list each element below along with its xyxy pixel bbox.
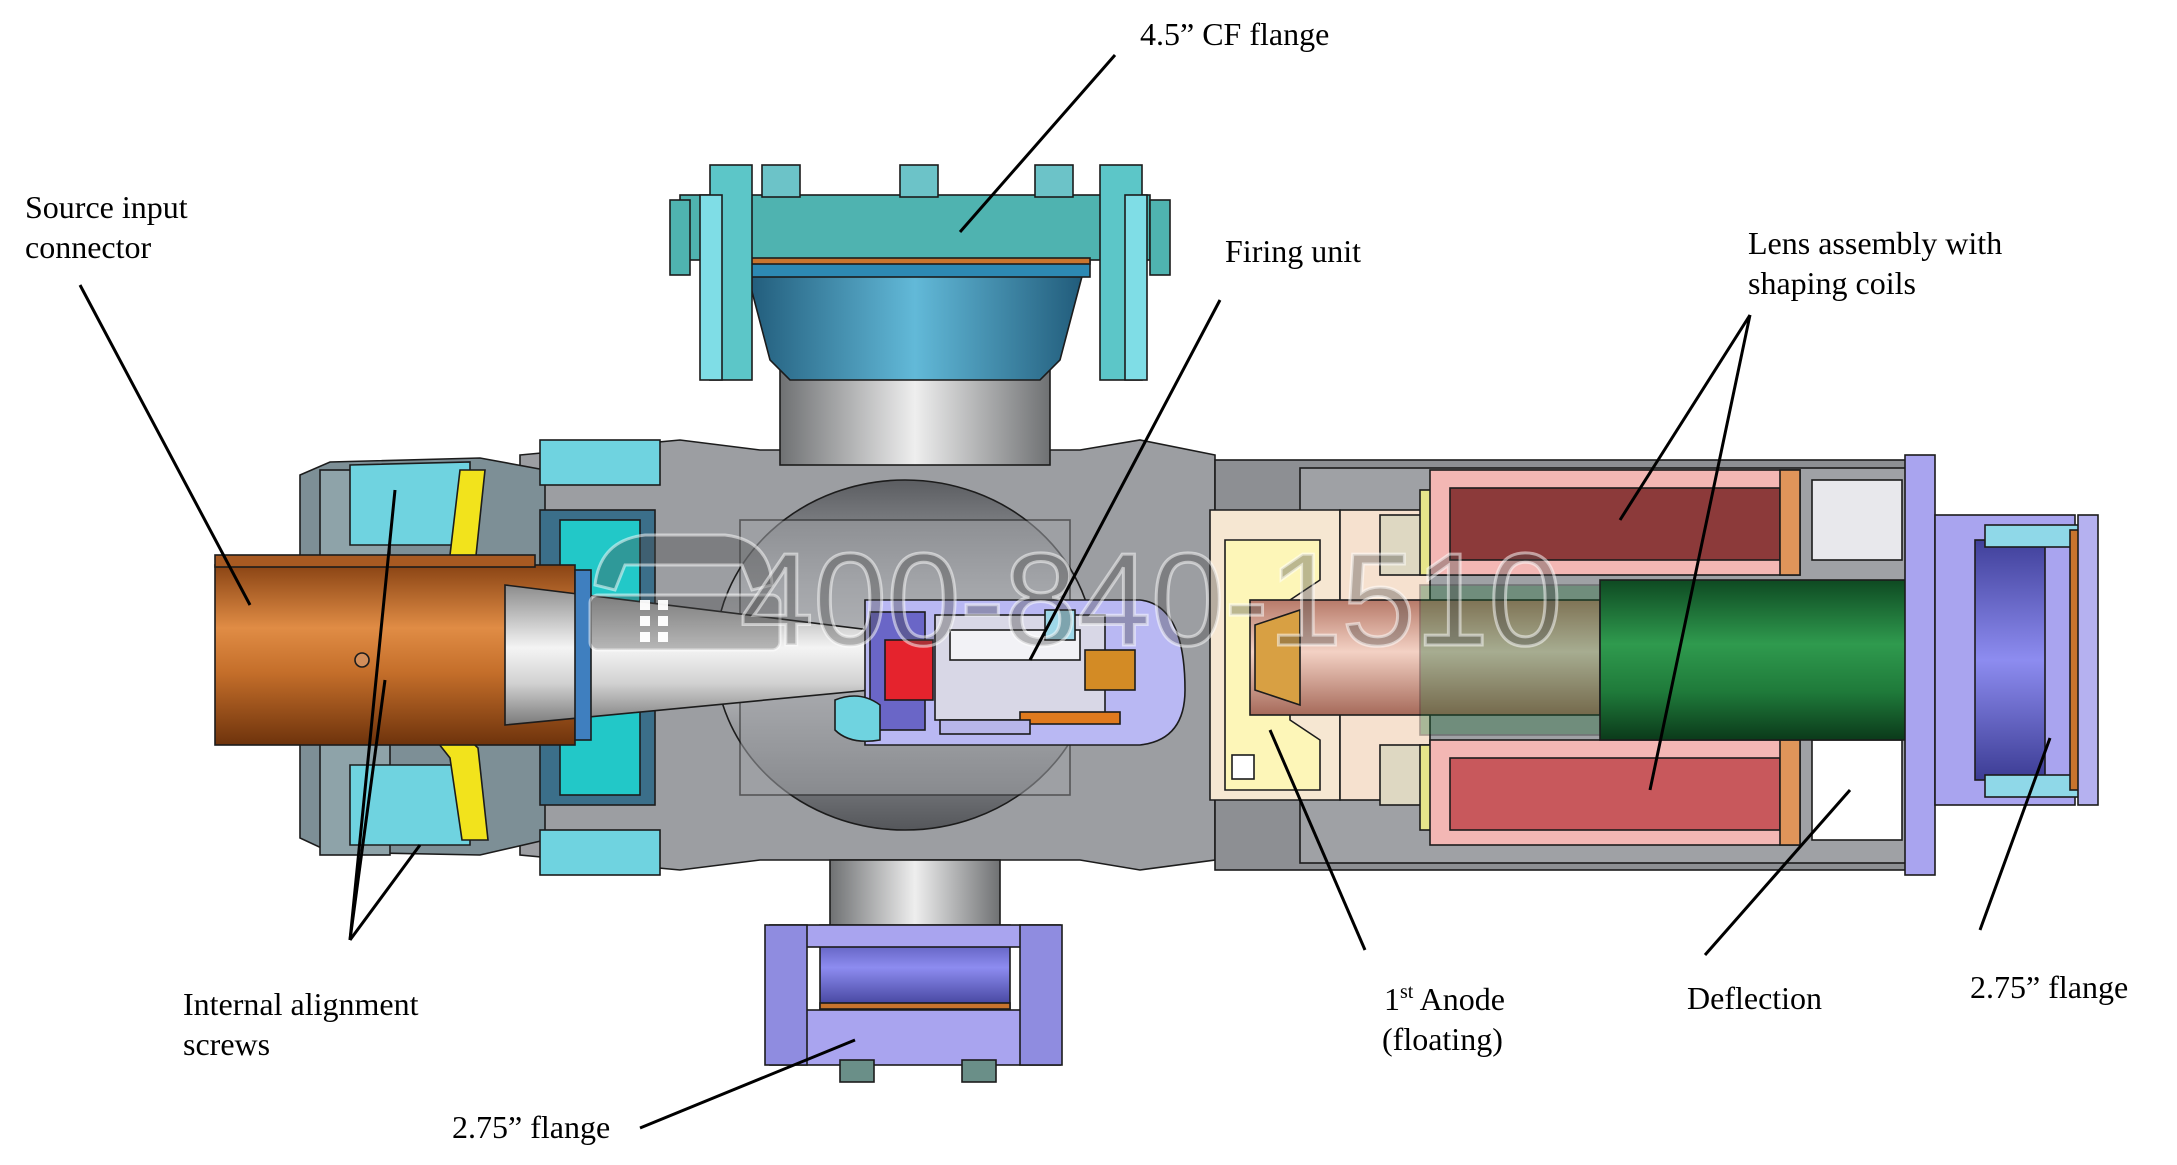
- leader-alignment-2: [348, 679, 387, 941]
- leader-alignment-1: [348, 489, 397, 941]
- leader-lens-upper: [1618, 314, 1752, 521]
- label-alignment-line2: screws: [183, 1026, 270, 1062]
- label-deflection: Deflection: [1687, 980, 1822, 1016]
- bottom-flange: [764, 859, 1063, 1083]
- leader-lines: [78, 54, 2052, 1130]
- label-lens-line2: shaping coils: [1748, 265, 1916, 301]
- lens-coils: [1429, 469, 1903, 846]
- leader-cf-flange: [958, 54, 1117, 233]
- leader-right-flange: [1978, 737, 2052, 931]
- leader-deflection: [1703, 789, 1852, 956]
- label-cf-flange: 4.5” CF flange: [1140, 16, 1329, 52]
- label-bottom-flange: 2.75” flange: [452, 1109, 610, 1145]
- source-connector-assembly: [214, 439, 871, 876]
- label-lens-line1: Lens assembly with: [1748, 225, 2002, 261]
- labels: 4.5” CF flange Source input connector Fi…: [25, 16, 2128, 1145]
- label-firing-unit: Firing unit: [1225, 233, 1361, 269]
- label-anode-number: 1: [1384, 981, 1400, 1017]
- leader-source-input: [78, 284, 252, 606]
- watermark: 400-840-1510: [588, 525, 1564, 675]
- deflection-tube: [1419, 579, 1971, 741]
- firing-unit: [834, 599, 1186, 746]
- label-anode-sup: st: [1400, 981, 1414, 1003]
- telephone-icon: [588, 533, 782, 652]
- label-anode-line2: (floating): [1382, 1021, 1503, 1057]
- label-source-input-line1: Source input: [25, 189, 188, 225]
- label-anode-rest: Anode: [1413, 981, 1505, 1017]
- leader-alignment-3: [348, 844, 422, 941]
- leader-firing-unit: [1028, 299, 1222, 661]
- cf-flange-top: [669, 164, 1171, 466]
- label-anode-line1: 1st Anode: [1384, 981, 1505, 1017]
- leader-bottom-flange: [639, 1038, 856, 1130]
- leader-lens-lower: [1648, 314, 1752, 791]
- anode-tube: [1249, 599, 1601, 716]
- label-right-flange: 2.75” flange: [1970, 969, 2128, 1005]
- watermark-phone: 400-840-1510: [740, 526, 1562, 673]
- label-alignment-line1: Internal alignment: [183, 986, 419, 1022]
- right-flange: [1904, 454, 2099, 876]
- leader-anode: [1268, 729, 1367, 951]
- label-source-input-line2: connector: [25, 229, 152, 265]
